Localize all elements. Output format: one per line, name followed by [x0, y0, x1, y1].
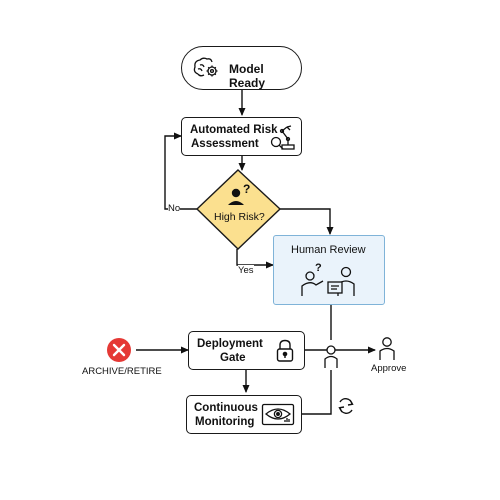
- human-review-label: Human Review: [291, 244, 366, 256]
- risk-assessment-node[interactable]: Automated Risk Assessment: [181, 117, 302, 156]
- deployment-gate-label-line1: Deployment: [197, 338, 263, 350]
- monitoring-node[interactable]: Continuous Monitoring: [186, 395, 302, 434]
- x-circle-icon: [107, 338, 131, 362]
- person-question-icon: ?: [228, 182, 250, 205]
- eye-monitor-icon: [261, 403, 295, 432]
- archive-retire-label: ARCHIVE/RETIRE: [82, 366, 162, 377]
- padlock-icon: [275, 339, 295, 368]
- high-risk-label: High Risk?: [214, 211, 265, 223]
- people-discussion-icon: ?: [298, 260, 362, 305]
- human-review-node[interactable]: Human Review ?: [273, 235, 385, 305]
- edge-label-yes: Yes: [238, 265, 254, 276]
- deployment-gate-label-line2: Gate: [220, 352, 246, 364]
- edge-label-no: No: [168, 203, 181, 214]
- edge-yes: [236, 249, 274, 269]
- brain-gear-icon: [192, 56, 222, 87]
- high-risk-diamond: [195, 169, 282, 250]
- deployment-gate-node[interactable]: Deployment Gate: [188, 331, 305, 370]
- refresh-cycle-icon: [338, 398, 354, 414]
- model-ready-label: Model Ready: [229, 62, 266, 90]
- robot-arm-magnifier-icon: [268, 124, 298, 157]
- risk-assessment-label-line1: Automated Risk: [190, 124, 278, 136]
- monitoring-label-line2: Monitoring: [195, 416, 255, 428]
- svg-text:?: ?: [243, 182, 250, 196]
- model-ready-node[interactable]: Model Ready: [181, 46, 302, 90]
- svg-text:?: ?: [315, 262, 322, 274]
- approve-label: Approve: [371, 363, 407, 374]
- edge-decision-to-review: [280, 208, 334, 235]
- edge-monitoring-feedback: [302, 370, 332, 415]
- risk-assessment-label-line2: Assessment: [191, 138, 259, 150]
- monitoring-label-line1: Continuous: [194, 402, 258, 414]
- junction-person-icon: [324, 345, 338, 368]
- edge-no-loop: [164, 132, 197, 210]
- person-icon: [379, 337, 395, 360]
